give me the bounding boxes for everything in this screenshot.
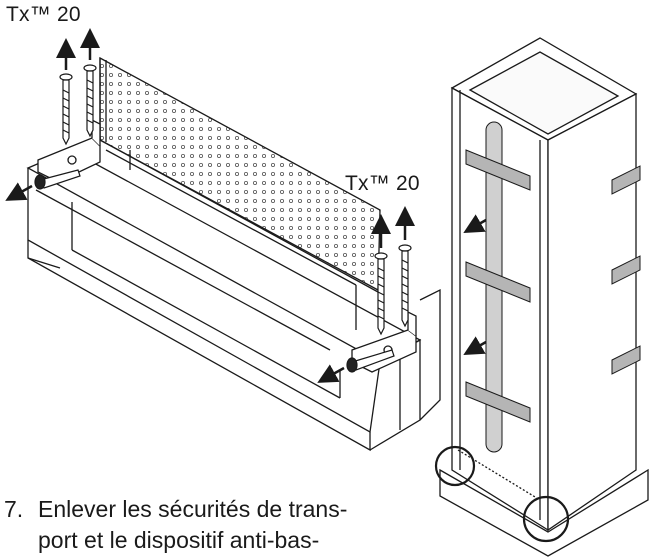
step-number: 7. — [4, 496, 24, 522]
screw-icon — [34, 169, 81, 190]
screw-icon — [59, 64, 97, 146]
appliance-tall — [439, 37, 649, 557]
tool-size-label-left: Tx™ 20 — [6, 3, 81, 26]
transport-straps — [465, 121, 641, 453]
arrow-out-icon — [5, 182, 345, 383]
appliance-base-left — [26, 56, 441, 452]
screw-icon — [346, 349, 395, 373]
arrow-up-icon — [56, 28, 415, 248]
tool-size-label-right: Tx™ 20 — [345, 172, 420, 195]
screw-icon — [374, 244, 412, 336]
step-text: Enlever les sécurités de trans- port et … — [38, 496, 348, 553]
arrow-out-icon — [463, 214, 487, 355]
circle-highlight-icon — [434, 445, 570, 543]
